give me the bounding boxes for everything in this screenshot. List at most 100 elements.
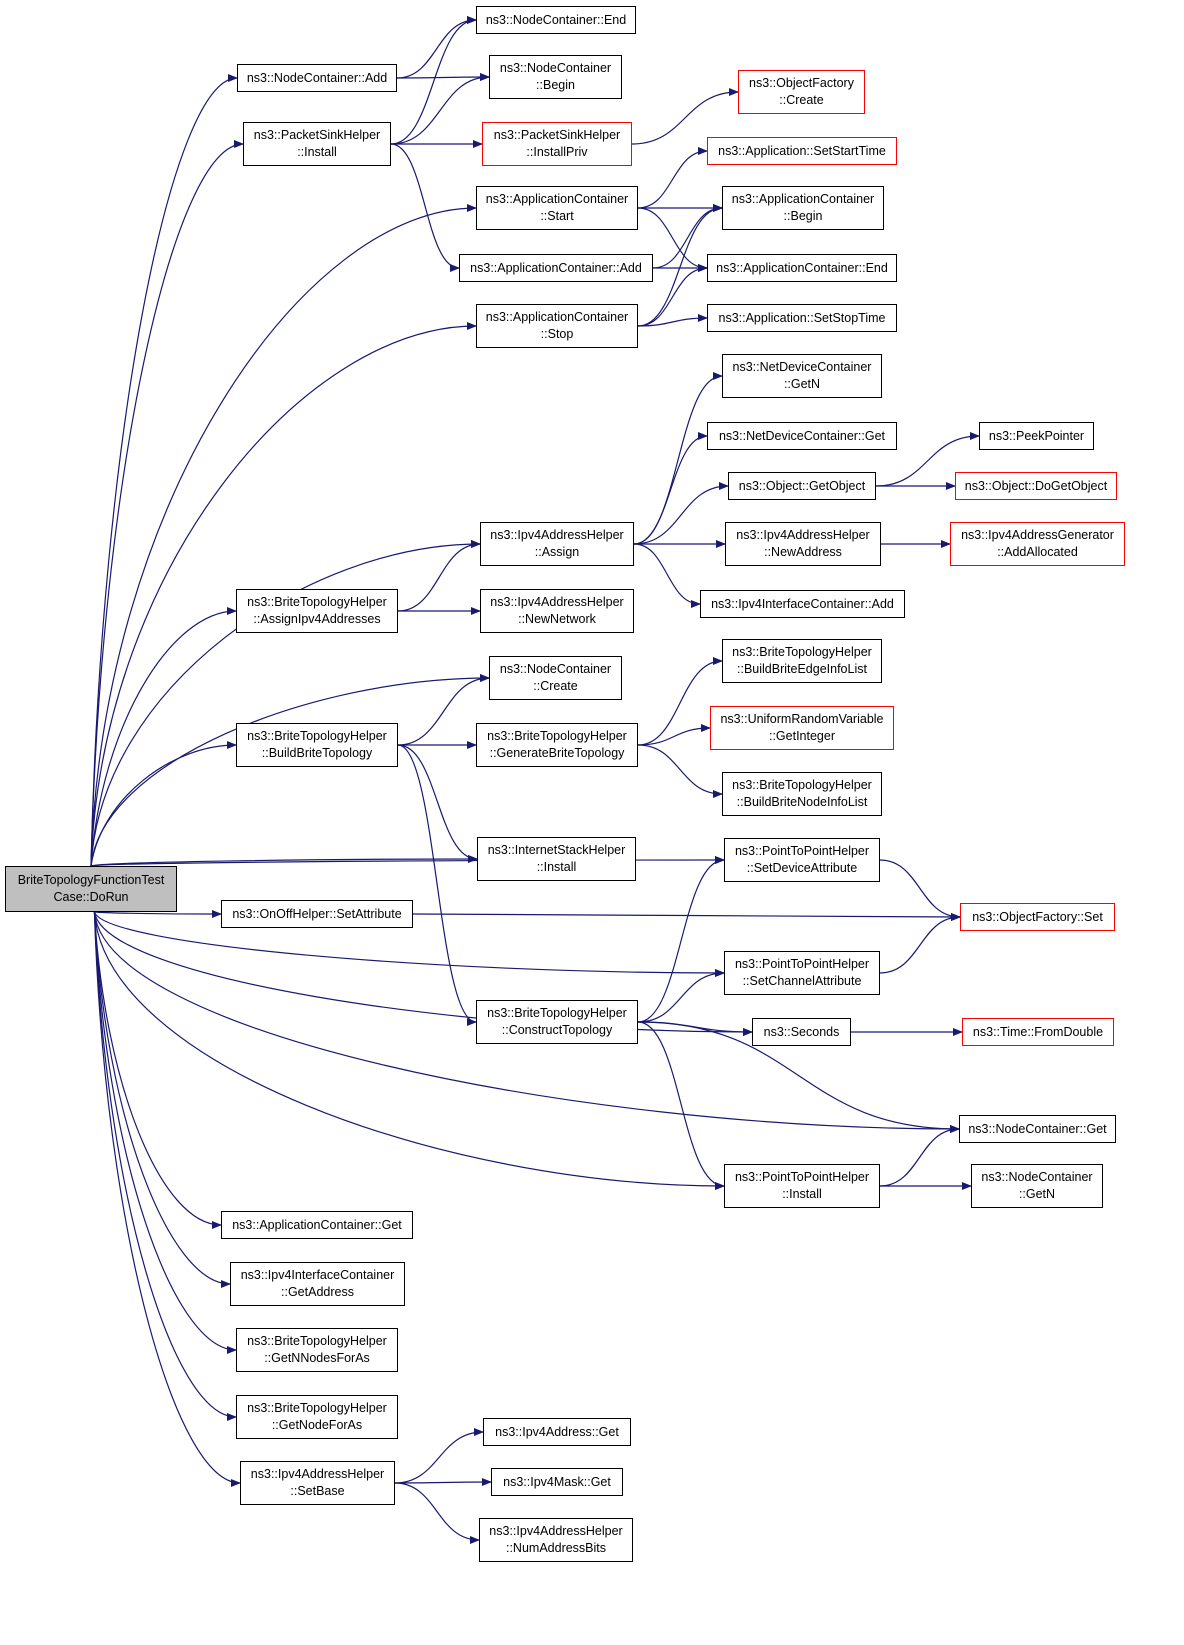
node-objGetObject[interactable]: ns3::Object::GetObject [728, 472, 876, 500]
node-iahAssign[interactable]: ns3::Ipv4AddressHelper::Assign [480, 522, 634, 566]
node-ncBegin[interactable]: ns3::NodeContainer::Begin [489, 55, 622, 99]
node-label-line: ns3::Seconds [763, 1024, 840, 1039]
node-label-line: ns3::NetDeviceContainer [732, 360, 872, 374]
node-bthAssignIpv4[interactable]: ns3::BriteTopologyHelper::AssignIpv4Addr… [236, 589, 398, 633]
node-label-line: ::GetInteger [768, 729, 835, 743]
node-label-line: ns3::Ipv4AddressGenerator [961, 528, 1114, 542]
node-appSetStart[interactable]: ns3::Application::SetStartTime [707, 137, 897, 165]
node-label-line: ns3::ObjectFactory [749, 76, 854, 90]
node-ncCreate[interactable]: ns3::NodeContainer::Create [489, 656, 622, 700]
node-onoffSetAttr[interactable]: ns3::OnOffHelper::SetAttribute [221, 900, 413, 928]
node-label-line: ns3::Application::SetStopTime [718, 310, 886, 325]
edge-iahAssign-to-iicAdd [633, 543, 701, 608]
edge-p2pInstall-to-ncGet [879, 1125, 960, 1187]
node-bthGetNNodes[interactable]: ns3::BriteTopologyHelper::GetNNodesForAs [236, 1328, 398, 1372]
node-label-line: ns3::NodeContainer [981, 1170, 1093, 1184]
node-label-line: ::BuildBriteNodeInfoList [736, 795, 868, 809]
node-label-line: ns3::NodeContainer [499, 61, 612, 75]
node-label-line: ::GetNNodesForAs [264, 1351, 370, 1365]
node-ncGetN[interactable]: ns3::NodeContainer::GetN [971, 1164, 1103, 1208]
node-label-line: ns3::Ipv4AddressHelper [736, 528, 870, 542]
node-label-line: ns3::NodeContainer [499, 662, 612, 676]
node-label-line: ns3::BriteTopologyHelper [732, 778, 872, 792]
edge-onoffSetAttr-to-ofSet [412, 912, 961, 921]
node-objDoGetObject[interactable]: ns3::Object::DoGetObject [955, 472, 1117, 500]
node-ofCreate[interactable]: ns3::ObjectFactory::Create [738, 70, 865, 114]
node-label-line: ns3::BriteTopologyHelper [732, 645, 872, 659]
edge-iahSetBase-to-iahNumBits [394, 1482, 480, 1544]
node-label-line: ns3::PointToPointHelper [734, 844, 870, 858]
node-label-line: ns3::Object::DoGetObject [964, 478, 1108, 493]
node-label-line: ::SetBase [290, 1484, 345, 1498]
node-label-line: ::GetN [1018, 1187, 1056, 1201]
node-iagAddAllocated[interactable]: ns3::Ipv4AddressGenerator::AddAllocated [950, 522, 1125, 566]
node-iahNewNetwork[interactable]: ns3::Ipv4AddressHelper::NewNetwork [480, 589, 634, 633]
node-acStop[interactable]: ns3::ApplicationContainer::Stop [476, 304, 638, 348]
node-urvGetInteger[interactable]: ns3::UniformRandomVariable::GetInteger [710, 706, 894, 750]
node-label-line: ::InstallPriv [526, 145, 588, 159]
node-ncAdd[interactable]: ns3::NodeContainer::Add [237, 64, 397, 92]
edge-objGetObject-to-peekPointer [875, 432, 980, 487]
node-label-line: ::GetAddress [281, 1285, 354, 1299]
node-label-line: ns3::ApplicationContainer::Get [232, 1217, 402, 1232]
node-bthBuildEdge[interactable]: ns3::BriteTopologyHelper::BuildBriteEdge… [722, 639, 882, 683]
node-iicAdd[interactable]: ns3::Ipv4InterfaceContainer::Add [700, 590, 905, 618]
node-acBegin[interactable]: ns3::ApplicationContainer::Begin [722, 186, 884, 230]
node-iicGetAddress[interactable]: ns3::Ipv4InterfaceContainer::GetAddress [230, 1262, 405, 1306]
node-label-line: ns3::NetDeviceContainer::Get [718, 428, 886, 443]
node-bthGetNodeForAs[interactable]: ns3::BriteTopologyHelper::GetNodeForAs [236, 1395, 398, 1439]
node-psInstallPriv[interactable]: ns3::PacketSinkHelper::InstallPriv [482, 122, 632, 166]
node-acStart[interactable]: ns3::ApplicationContainer::Start [476, 186, 638, 230]
edge-root-to-bthGetNNodes [93, 911, 237, 1354]
node-label-line: ns3::BriteTopologyHelper [247, 595, 387, 609]
node-iahSetBase[interactable]: ns3::Ipv4AddressHelper::SetBase [240, 1461, 395, 1505]
node-psInstall[interactable]: ns3::PacketSinkHelper::Install [243, 122, 391, 166]
edge-ncAdd-to-ncEnd [396, 16, 477, 79]
node-p2pSetChanAttr[interactable]: ns3::PointToPointHelper::SetChannelAttri… [724, 951, 880, 995]
node-timeFromDouble[interactable]: ns3::Time::FromDouble [962, 1018, 1114, 1046]
edge-iahAssign-to-ndcGet [633, 432, 708, 545]
edge-root-to-iahSetBase [93, 911, 241, 1487]
node-ipv4MaskGet[interactable]: ns3::Ipv4Mask::Get [491, 1468, 623, 1496]
edge-bthConstruct-to-ncGet [637, 1021, 960, 1133]
node-label-line: ::Install [297, 145, 337, 159]
node-peekPointer[interactable]: ns3::PeekPointer [979, 422, 1094, 450]
node-ishInstall[interactable]: ns3::InternetStackHelper::Install [477, 837, 636, 881]
node-label-line: ns3::BriteTopologyHelper [487, 729, 627, 743]
node-appSetStop[interactable]: ns3::Application::SetStopTime [707, 304, 897, 332]
node-seconds[interactable]: ns3::Seconds [752, 1018, 851, 1046]
edge-root-to-p2pSetChanAttr [93, 911, 725, 977]
edge-bthBuildTopo-to-bthConstruct [397, 744, 477, 1026]
node-iahNewAddress[interactable]: ns3::Ipv4AddressHelper::NewAddress [725, 522, 881, 566]
node-ncEnd[interactable]: ns3::NodeContainer::End [476, 6, 636, 34]
node-iahNumBits[interactable]: ns3::Ipv4AddressHelper::NumAddressBits [479, 1518, 633, 1562]
node-bthGenerate[interactable]: ns3::BriteTopologyHelper::GenerateBriteT… [476, 723, 638, 767]
edge-root-to-p2pInstall [93, 911, 725, 1190]
node-ipv4AddrGet[interactable]: ns3::Ipv4Address::Get [483, 1418, 631, 1446]
node-bthConstruct[interactable]: ns3::BriteTopologyHelper::ConstructTopol… [476, 1000, 638, 1044]
edge-ncAdd-to-ncBegin [396, 73, 490, 82]
node-ncGet[interactable]: ns3::NodeContainer::Get [959, 1115, 1116, 1143]
node-label-line: Case::DoRun [53, 890, 129, 904]
node-p2pInstall[interactable]: ns3::PointToPointHelper::Install [724, 1164, 880, 1208]
edge-acStop-to-acBegin [637, 204, 723, 327]
node-p2pSetDevAttr[interactable]: ns3::PointToPointHelper::SetDeviceAttrib… [724, 838, 880, 882]
node-label-line: ns3::Ipv4InterfaceContainer::Add [711, 596, 894, 611]
node-label-line: ::SetChannelAttribute [742, 974, 862, 988]
node-acAdd[interactable]: ns3::ApplicationContainer::Add [459, 254, 653, 282]
node-label-line: ::GetN [783, 377, 821, 391]
node-ofSet[interactable]: ns3::ObjectFactory::Set [960, 903, 1115, 931]
node-label-line: ns3::ApplicationContainer [731, 192, 875, 206]
node-label-line: ns3::Object::GetObject [738, 478, 866, 493]
node-ndcGetN[interactable]: ns3::NetDeviceContainer::GetN [722, 354, 882, 398]
node-acGet[interactable]: ns3::ApplicationContainer::Get [221, 1211, 413, 1239]
edge-root-to-acStart [90, 204, 477, 867]
node-acEnd[interactable]: ns3::ApplicationContainer::End [707, 254, 897, 282]
node-bthBuildNode[interactable]: ns3::BriteTopologyHelper::BuildBriteNode… [722, 772, 882, 816]
node-label-line: ns3::Ipv4InterfaceContainer [240, 1268, 395, 1282]
node-ndcGet[interactable]: ns3::NetDeviceContainer::Get [707, 422, 897, 450]
node-bthBuildTopo[interactable]: ns3::BriteTopologyHelper::BuildBriteTopo… [236, 723, 398, 767]
node-label-line: ns3::ApplicationContainer::End [716, 260, 888, 275]
